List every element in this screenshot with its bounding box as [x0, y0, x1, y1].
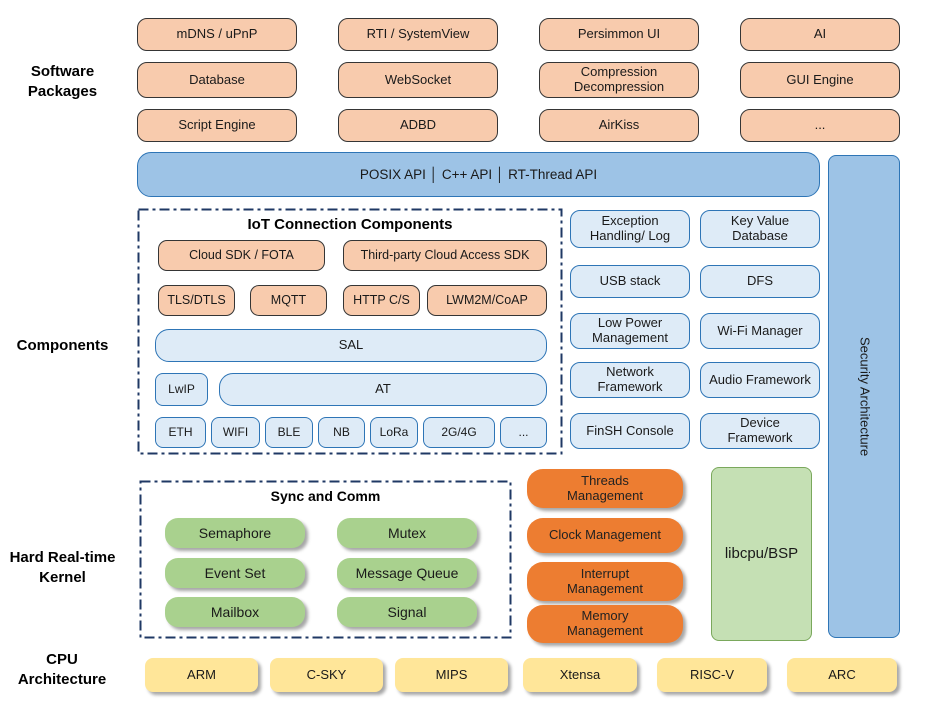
security-architecture-bar: Security Architecture [828, 155, 900, 638]
service-box-exception-log: Exception Handling/ Log [570, 210, 690, 248]
service-box-dfs: DFS [700, 265, 820, 298]
link-box-ble: BLE [265, 417, 313, 448]
iot-box-third-party-cloud-sdk: Third-party Cloud Access SDK [343, 240, 547, 271]
sync-pill-mutex: Mutex [337, 518, 477, 548]
cpu-box-mips: MIPS [395, 658, 508, 692]
iot-box-cloud-sdk-fota: Cloud SDK / FOTA [158, 240, 325, 271]
pkg-box-adbd: ADBD [338, 109, 498, 142]
pkg-box-mdns-upnp: mDNS / uPnP [137, 18, 297, 51]
section-label-software-packages: Software Packages [27, 63, 98, 100]
sal-bar: SAL [155, 329, 547, 362]
link-box-more: ... [500, 417, 547, 448]
service-box-low-power: Low Power Management [570, 313, 690, 349]
iot-box-http-cs: HTTP C/S [343, 285, 420, 316]
link-box-eth: ETH [155, 417, 206, 448]
link-box-lora: LoRa [370, 417, 418, 448]
components-dashed-border [137, 208, 563, 455]
iot-box-tls-dtls: TLS/DTLS [158, 285, 235, 316]
section-label-components: Components [16, 337, 109, 354]
section-label-kernel: Hard Real-time Kernel [9, 549, 116, 586]
cpu-box-riscv: RISC-V [657, 658, 767, 692]
sync-pill-event-set: Event Set [165, 558, 305, 588]
pkg-box-script-engine: Script Engine [137, 109, 297, 142]
pkg-box-persimmon-ui: Persimmon UI [539, 18, 699, 51]
service-box-key-value-db: Key Value Database [700, 210, 820, 248]
pkg-box-rti-systemview: RTI / SystemView [338, 18, 498, 51]
pkg-box-database: Database [137, 62, 297, 98]
link-box-wifi: WIFI [211, 417, 260, 448]
at-bar: AT [219, 373, 547, 406]
sync-pill-semaphore: Semaphore [165, 518, 305, 548]
iot-components-title: IoT Connection Components [247, 216, 453, 233]
sync-pill-signal: Signal [337, 597, 477, 627]
libcpu-bsp-box: libcpu/BSP [711, 467, 812, 641]
link-box-2g4g: 2G/4G [423, 417, 495, 448]
mgmt-pill-memory: Memory Management [527, 605, 683, 643]
section-label-cpu-architecture: CPU Architecture [17, 651, 107, 688]
mgmt-pill-clock: Clock Management [527, 518, 683, 553]
pkg-box-compression: Compression Decompression [539, 62, 699, 98]
cpu-box-xtensa: Xtensa [523, 658, 637, 692]
lwip-box: LwIP [155, 373, 208, 406]
service-box-audio-framework: Audio Framework [700, 362, 820, 398]
mgmt-pill-threads: Threads Management [527, 469, 683, 508]
iot-box-lwm2m-coap: LWM2M/CoAP [427, 285, 547, 316]
mgmt-pill-interrupt: Interrupt Management [527, 562, 683, 601]
service-box-device-framework: Device Framework [700, 413, 820, 449]
pkg-box-airkiss: AirKiss [539, 109, 699, 142]
link-box-nb: NB [318, 417, 365, 448]
pkg-box-gui-engine: GUI Engine [740, 62, 900, 98]
posix-api-bar: POSIX API │ C++ API │ RT-Thread API [137, 152, 820, 197]
pkg-box-more: ... [740, 109, 900, 142]
cpu-box-csky: C-SKY [270, 658, 383, 692]
sync-pill-message-queue: Message Queue [337, 558, 477, 588]
service-box-finsh-console: FinSH Console [570, 413, 690, 449]
software-packages-grid: mDNS / uPnP RTI / SystemView Persimmon U… [137, 18, 900, 142]
kernel-dashed-border [139, 480, 512, 639]
sync-and-comm-title: Sync and Comm [270, 488, 381, 504]
pkg-box-ai: AI [740, 18, 900, 51]
iot-box-mqtt: MQTT [250, 285, 327, 316]
service-box-wifi-manager: Wi-Fi Manager [700, 313, 820, 349]
service-box-network-framework: Network Framework [570, 362, 690, 398]
pkg-box-websocket: WebSocket [338, 62, 498, 98]
service-box-usb-stack: USB stack [570, 265, 690, 298]
cpu-box-arc: ARC [787, 658, 897, 692]
cpu-box-arm: ARM [145, 658, 258, 692]
sync-pill-mailbox: Mailbox [165, 597, 305, 627]
